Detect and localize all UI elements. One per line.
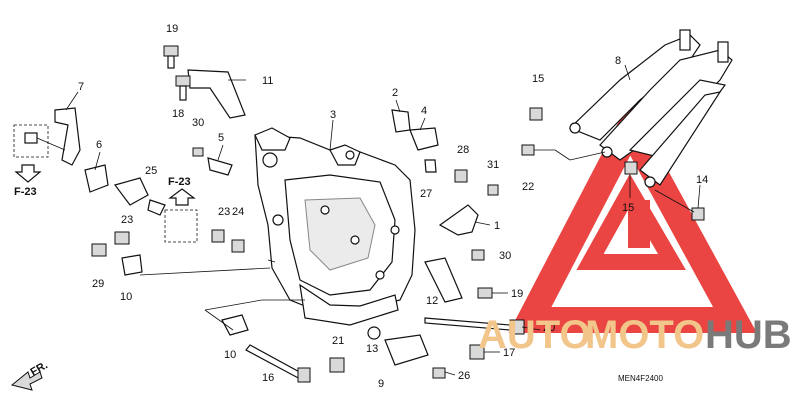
small-parts [24, 45, 705, 383]
subframe [568, 29, 733, 188]
callout-19: 19 [511, 288, 523, 300]
callout-8: 8 [615, 55, 621, 67]
callout-24: 24 [232, 206, 244, 218]
ref-label-f23-center: F-23 [168, 176, 191, 188]
callout-26: 26 [458, 370, 470, 382]
callout-23: 23 [218, 206, 230, 218]
callout-6: 6 [96, 139, 102, 151]
callout-9: 9 [378, 378, 384, 390]
callout-15: 15 [622, 202, 634, 214]
callout-18: 18 [172, 108, 184, 120]
callout-20: 20 [543, 322, 555, 334]
callout-31: 31 [487, 159, 499, 171]
callout-17: 17 [503, 347, 515, 359]
diagram-code: MEN4F2400 [618, 374, 663, 383]
watermark-auto: AUTO [478, 313, 591, 357]
front-arrow-label: FR. [29, 359, 50, 378]
callout-1: 1 [494, 220, 500, 232]
callout-labels: 19 11 7 18 30 5 3 2 4 6 25 28 31 27 23 2… [78, 23, 708, 390]
dashed-box-left [13, 124, 49, 158]
callout-29: 29 [92, 278, 104, 290]
watermark-logo [508, 100, 757, 333]
watermark-hub: HUB [705, 313, 792, 357]
leader-lines [65, 64, 701, 376]
callout-23: 23 [121, 214, 133, 226]
callout-30: 30 [499, 250, 511, 262]
callout-11: 11 [262, 75, 273, 87]
callout-12: 12 [426, 295, 438, 307]
callout-16: 16 [262, 372, 274, 384]
callout-13: 13 [366, 343, 378, 355]
front-arrow: FR. [10, 359, 50, 391]
main-frame [254, 127, 416, 326]
callout-25: 25 [145, 165, 157, 177]
callout-3: 3 [330, 109, 336, 121]
ref-label-f23-left: F-23 [14, 186, 37, 198]
callout-19: 19 [166, 23, 178, 35]
callout-2: 2 [392, 87, 398, 99]
callout-27: 27 [420, 188, 432, 200]
watermark-text: AUTO MOTO HUB [478, 313, 792, 357]
callout-10: 10 [224, 349, 236, 361]
ref-arrow-f23-center[interactable]: F-23 [168, 176, 196, 206]
callout-28: 28 [457, 144, 469, 156]
callout-14: 14 [696, 174, 708, 186]
watermark-moto: MOTO [585, 313, 704, 357]
ref-arrow-f23-left[interactable]: F-23 [14, 164, 42, 198]
callout-7: 7 [78, 81, 84, 93]
callout-4: 4 [421, 105, 427, 117]
callout-10: 10 [120, 291, 132, 303]
dashed-box-center [164, 209, 198, 243]
callout-22: 22 [522, 181, 534, 193]
callout-21: 21 [332, 335, 344, 347]
callout-15: 15 [532, 73, 544, 85]
callout-5: 5 [218, 132, 224, 144]
callout-30: 30 [192, 117, 204, 129]
